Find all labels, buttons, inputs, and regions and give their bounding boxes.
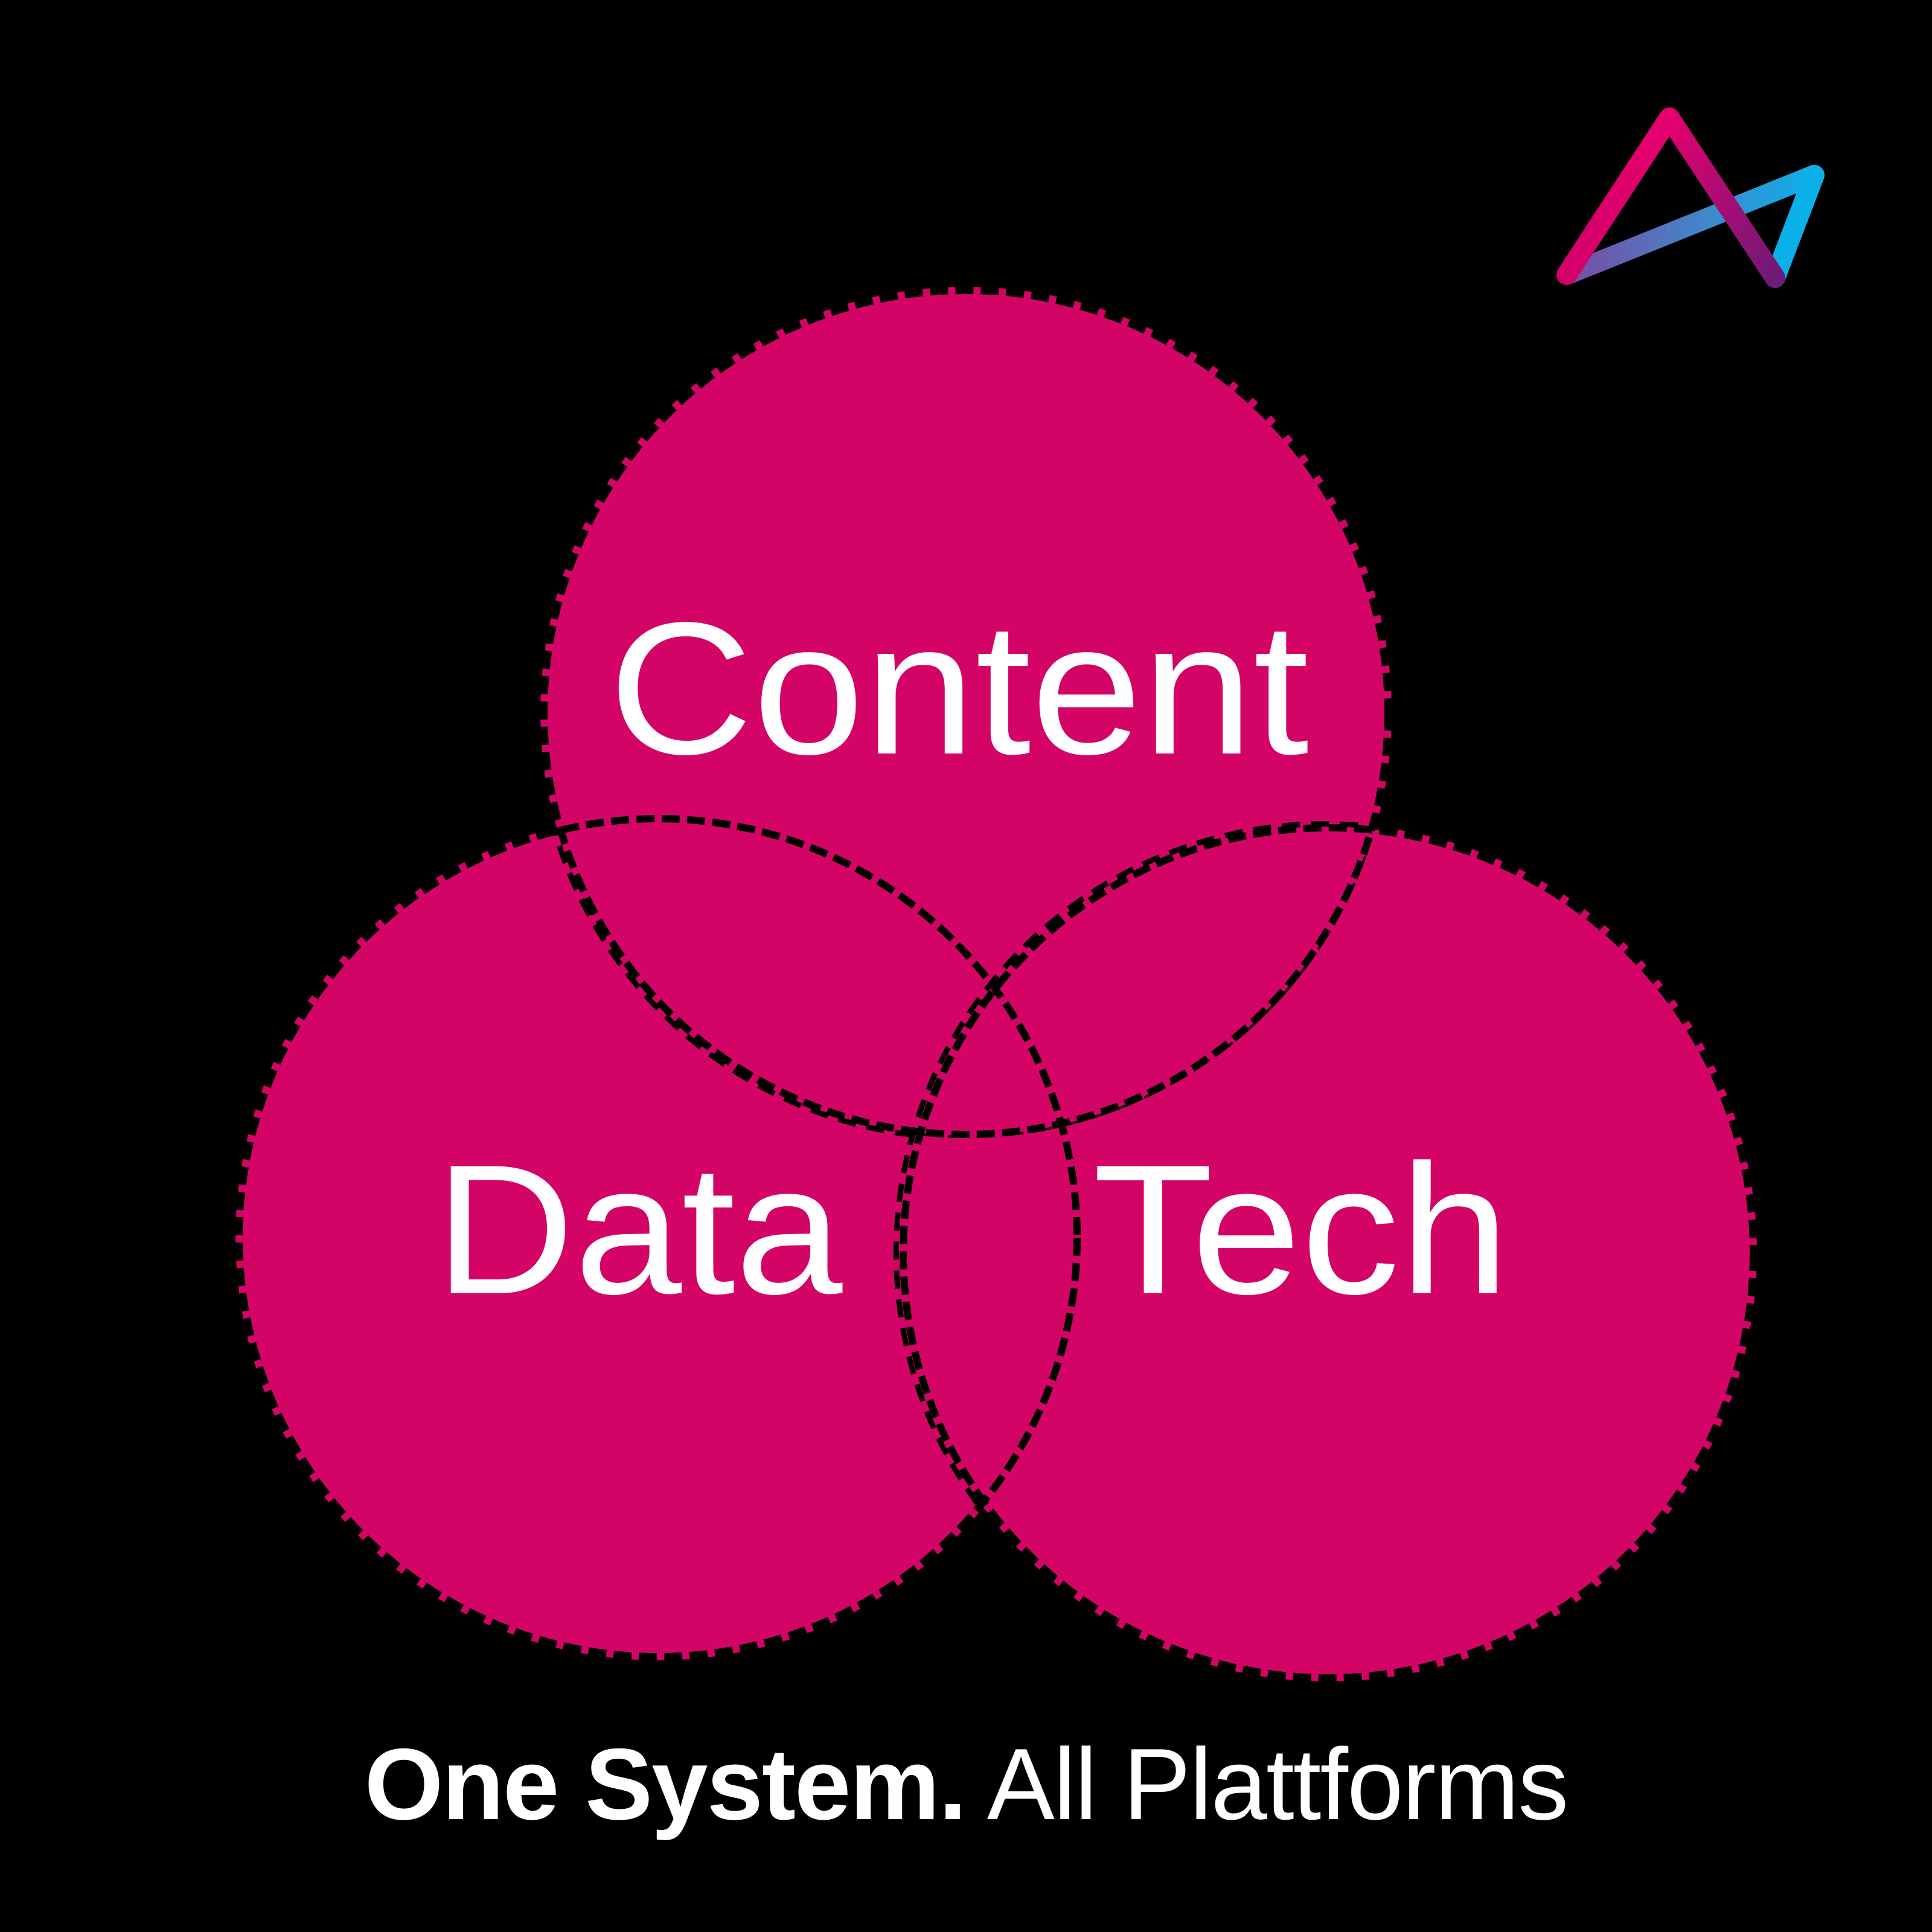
logo-right-stroke [1659, 107, 1785, 288]
logo-blue-stroke [1765, 165, 1825, 288]
data-outline [235, 815, 1081, 1660]
tagline-strong: One System. [364, 1727, 967, 1841]
content-label: Content [609, 584, 1310, 794]
tagline: One System. All Plattforms [0, 1724, 1932, 1844]
circle-outlines [235, 287, 1757, 1681]
content-outline [540, 287, 1392, 1138]
logo-left-stroke [1556, 107, 1680, 285]
data-label: Data [435, 1126, 844, 1332]
intersection-arcs [548, 817, 1383, 1528]
tech-outline [900, 824, 1757, 1681]
triangle-a-logo-icon [1556, 107, 1825, 288]
tagline-light: All Plattforms [987, 1727, 1569, 1841]
logo-bar-stroke [1556, 165, 1825, 285]
tech-label: Tech [1093, 1126, 1509, 1332]
tech-circle [900, 824, 1757, 1681]
circle-fills [235, 287, 1757, 1681]
content-inner-arc [548, 817, 920, 1139]
tech-inner-arc [893, 821, 1383, 1528]
